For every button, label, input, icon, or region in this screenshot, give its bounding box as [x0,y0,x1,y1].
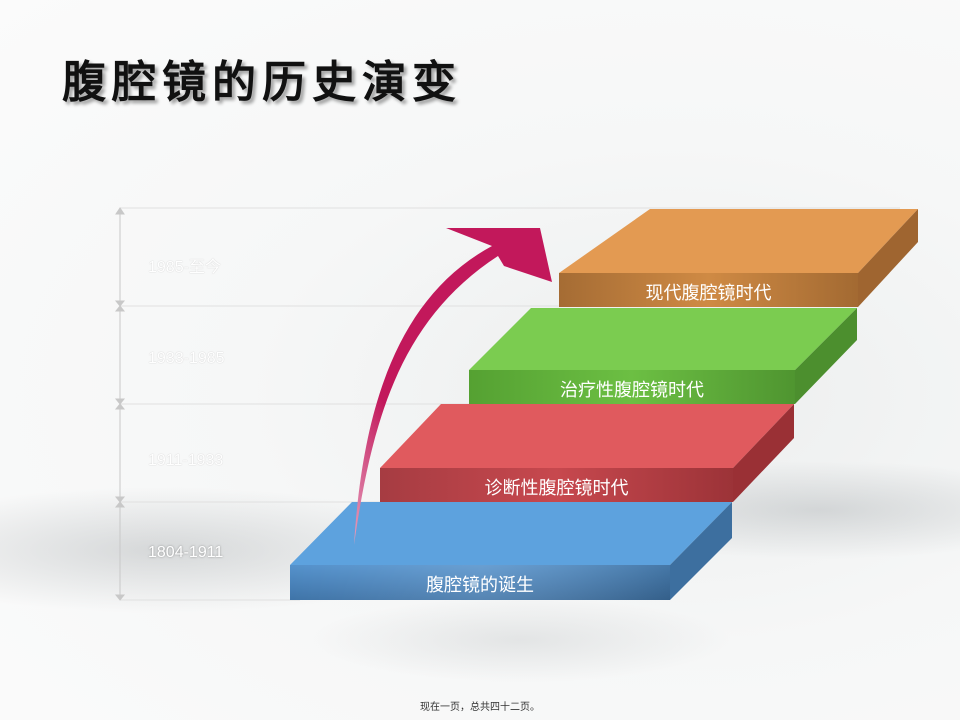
step-1-front-shade [290,565,670,600]
step-1-block [290,502,732,600]
bracket-arrow [114,305,126,312]
guide-lines [120,207,900,601]
period-label-2: 1911-1933 [148,452,224,469]
bracket-arrow [114,398,126,405]
bracket-arrow [114,594,126,601]
step-3-side [795,308,857,404]
period-label-3: 1933-1985 [148,350,225,367]
slide-title: 腹腔镜的历史演变 [62,57,462,108]
period-label-4: 1985-至今 [148,259,221,276]
step-1-top [290,502,732,565]
bracket-arrow [114,496,126,503]
step-3-front [469,370,795,404]
period-bracket [114,207,126,601]
period-label-1: 1804-1911 [148,544,224,561]
step-2-front [380,468,733,502]
step-1-label: 腹腔镜的诞生 [426,575,534,596]
step-2-side [733,404,794,502]
step-4-top [559,209,918,273]
step-4-block [559,209,918,307]
step-3-top [469,308,857,370]
step-3-label: 治疗性腹腔镜时代 [560,380,704,401]
step-4-front [559,273,858,307]
step-2-block [380,404,794,502]
bracket-arrow [114,403,126,410]
page-footer: 现在一页，总共四十二页。 [420,702,540,713]
step-3-block [469,308,857,404]
step-4-label: 现代腹腔镜时代 [645,283,772,304]
step-1-side [670,502,732,600]
growth-arrow [354,228,552,545]
step-2-top [380,404,794,468]
bracket-arrow [115,207,125,215]
step-4-side [858,209,918,307]
bracket-arrow [114,501,126,508]
bracket-arrow [114,300,126,307]
step-2-label: 诊断性腹腔镜时代 [484,478,629,499]
